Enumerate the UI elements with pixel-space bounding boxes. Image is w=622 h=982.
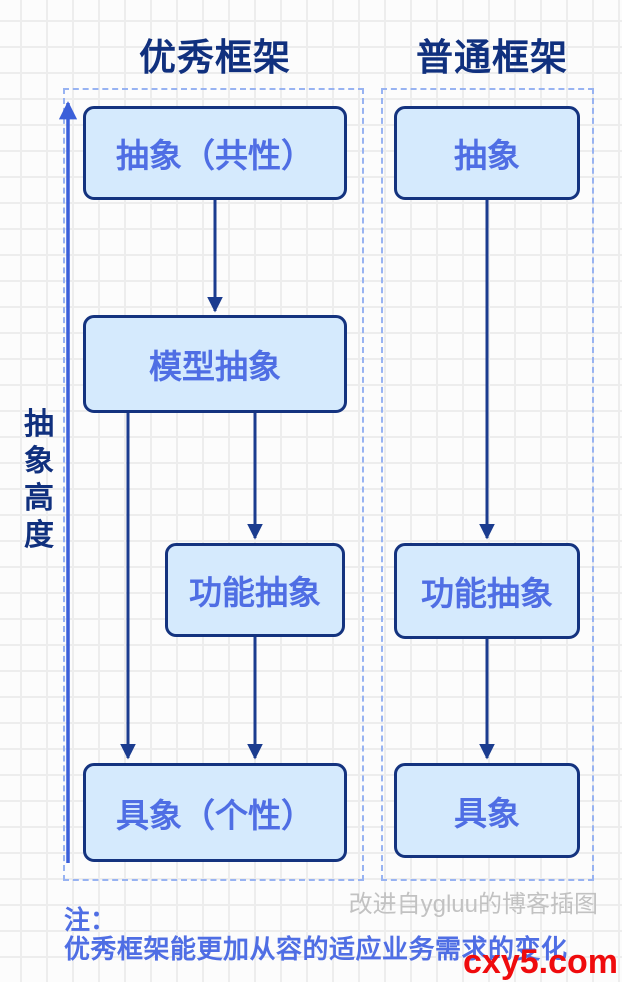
node-concrete-label: 具象 bbox=[454, 794, 520, 832]
watermark-text: cxy5.com bbox=[463, 943, 618, 981]
node-abstract-common: 抽象（共性） bbox=[83, 106, 347, 200]
node-concrete-individual-label: 具象（个性） bbox=[116, 796, 314, 834]
node-function-abstract-left: 功能抽象 bbox=[165, 543, 345, 637]
y-axis-label: 抽象高度 bbox=[24, 408, 54, 552]
node-model-abstract: 模型抽象 bbox=[83, 315, 347, 413]
node-function-abstract-right-label: 功能抽象 bbox=[421, 575, 553, 612]
excellent-framework-container bbox=[63, 88, 364, 881]
node-abstract-label: 抽象 bbox=[454, 137, 520, 174]
node-function-abstract-right: 功能抽象 bbox=[394, 543, 580, 639]
node-model-abstract-label: 模型抽象 bbox=[149, 348, 281, 385]
note-prefix: 注： bbox=[64, 905, 117, 935]
ordinary-framework-container bbox=[381, 88, 594, 881]
node-function-abstract-left-label: 功能抽象 bbox=[189, 574, 321, 611]
column-title-excellent-framework: 优秀框架 bbox=[139, 37, 291, 78]
node-concrete: 具象 bbox=[394, 763, 580, 858]
column-title-ordinary-framework: 普通框架 bbox=[416, 37, 568, 78]
node-abstract-common-label: 抽象（共性） bbox=[116, 137, 314, 174]
node-concrete-individual: 具象（个性） bbox=[83, 763, 347, 862]
note-text: 优秀框架能更加从容的适应业务需求的变化 bbox=[64, 934, 568, 964]
node-abstract: 抽象 bbox=[394, 106, 580, 200]
attribution-text: 改进自ygluu的博客插图 bbox=[348, 891, 598, 918]
